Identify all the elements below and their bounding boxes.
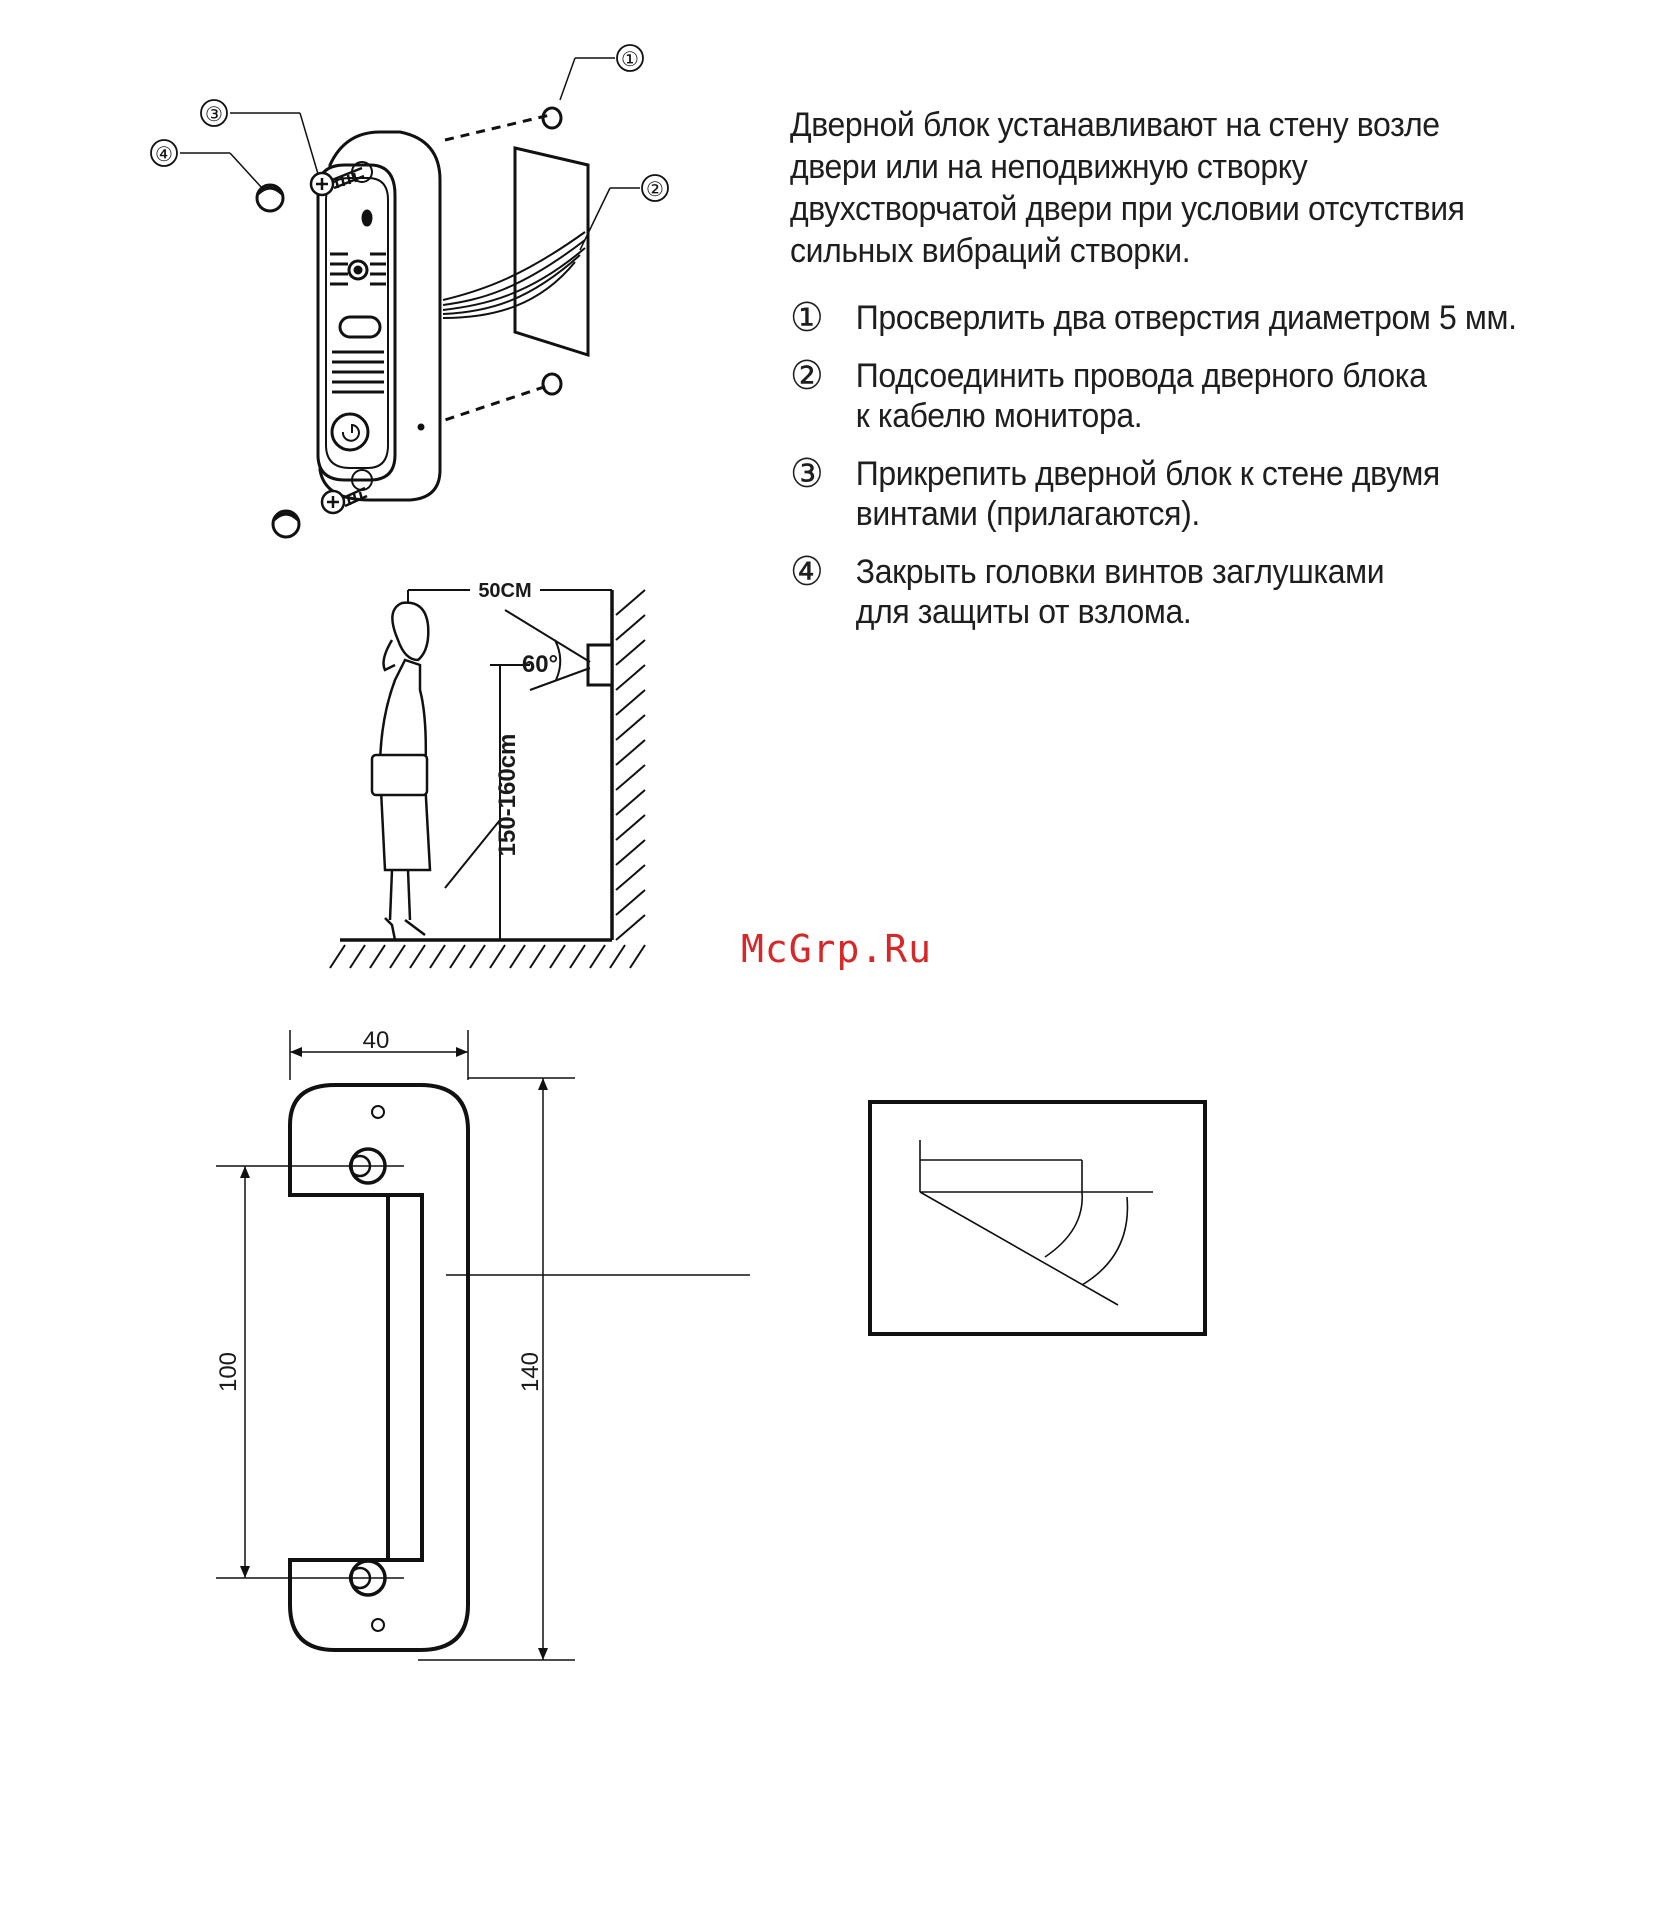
dimension-drawing (216, 1030, 1207, 1661)
screw-bottom (320, 486, 368, 515)
step-text: для защиты от взлома. (855, 593, 1192, 631)
step-text: Подсоединить провода дверного блока (855, 357, 1427, 395)
callout-2: ② (646, 179, 664, 201)
step-2: ② Подсоединить провода дверного блока к … (790, 356, 1598, 436)
wall-hole-top (541, 106, 563, 130)
step-text: Просверлить два отверстия диаметром 5 мм… (855, 299, 1517, 337)
installation-steps: ① Просверлить два отверстия диаметром 5 … (790, 298, 1598, 650)
step-marker: ④ (790, 550, 824, 594)
intro-line: Дверной блок устанавливают на стену возл… (790, 106, 1440, 144)
speaker-grill-bottom (332, 350, 384, 394)
wall-plate (513, 146, 590, 358)
step-marker: ③ (790, 452, 824, 496)
step-text: Прикрепить дверной блок к стене двумя (855, 455, 1440, 493)
step-3: ③ Прикрепить дверной блок к стене двумя … (790, 454, 1598, 534)
person-figure (370, 601, 432, 941)
cap-bottom (271, 509, 301, 539)
callout-1: ① (621, 49, 639, 71)
name-plate (338, 315, 382, 339)
step-text: Закрыть головки винтов заглушками (855, 553, 1385, 591)
callout-leaders (180, 57, 640, 251)
step-text: к кабелю монитора. (855, 397, 1143, 435)
camera-lens (347, 259, 369, 281)
wires (442, 231, 586, 319)
dimension-height: 140 (517, 1352, 544, 1392)
step-text: винтами (прилагаются). (855, 495, 1200, 533)
dimension-width: 40 (363, 1027, 390, 1054)
intro-paragraph: Дверной блок устанавливают на стену возл… (790, 104, 1561, 272)
height-diagram (329, 589, 646, 969)
cap-top (255, 183, 285, 213)
watermark: McGrp.Ru (741, 927, 933, 971)
wall-hole-bottom (541, 372, 563, 396)
wall-hatch (615, 589, 646, 941)
call-button (330, 412, 370, 452)
callout-3: ③ (205, 104, 223, 126)
speaker-grill-top (330, 252, 386, 286)
dimension-spacing: 100 (215, 1352, 242, 1392)
screw-top (309, 166, 365, 197)
floor-hatch (329, 944, 646, 969)
intro-line: сильных вибраций створки. (790, 232, 1191, 270)
height-angle-label: 60° (522, 651, 558, 678)
detail-inset-frame (868, 1100, 1207, 1336)
height-distance-label: 50CM (478, 580, 531, 602)
step-marker: ② (790, 354, 824, 398)
step-marker: ① (790, 296, 824, 340)
installation-diagram (150, 44, 669, 539)
height-value-label: 150-160cm (494, 734, 521, 857)
callout-4: ④ (155, 144, 173, 166)
intro-line: двери или на неподвижную створку (790, 148, 1308, 186)
step-4: ④ Закрыть головки винтов заглушками для … (790, 552, 1598, 632)
intro-line: двухстворчатой двери при условии отсутст… (790, 190, 1465, 228)
step-1: ① Просверлить два отверстия диаметром 5 … (790, 298, 1598, 338)
